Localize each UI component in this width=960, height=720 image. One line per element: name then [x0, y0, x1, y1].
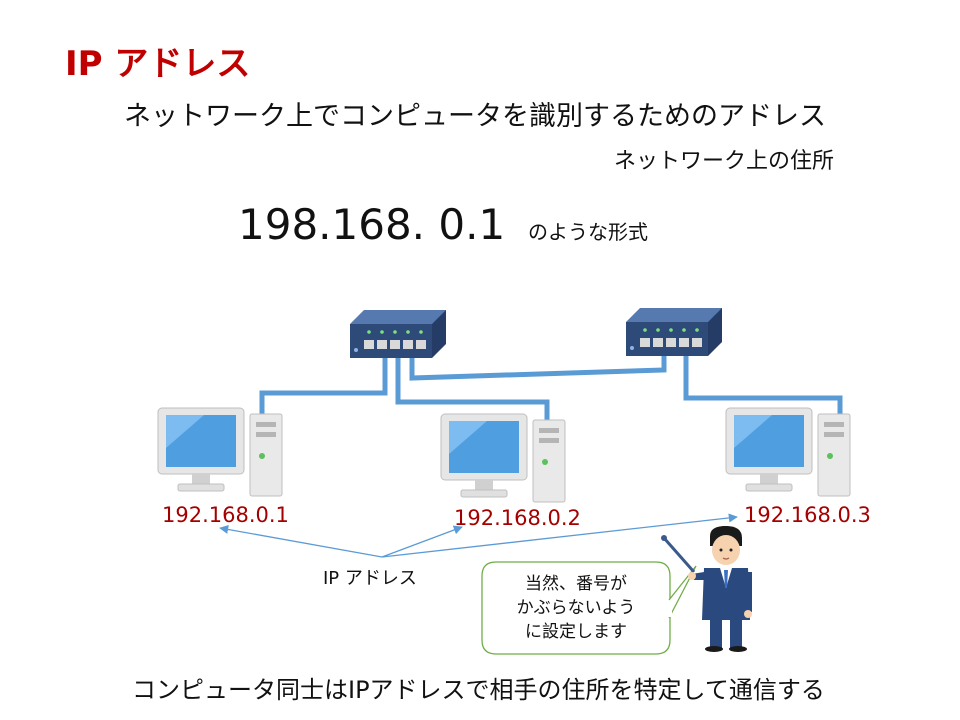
ip-address-caption: IP アドレス	[323, 568, 417, 589]
network-hub-1	[350, 310, 446, 358]
speech-bubble-line: 当然、番号が	[525, 574, 627, 594]
example-suffix: のような形式	[528, 220, 648, 244]
arrow-to-pc3	[381, 513, 738, 558]
speech-bubble-text: 当然、番号が かぶらないよう に設定します	[482, 562, 670, 654]
presenter-illustration	[661, 526, 752, 652]
computer-3	[725, 407, 851, 497]
arrow-to-pc1	[219, 524, 383, 558]
cable-pc2	[395, 353, 550, 421]
subtitle: ネットワーク上でコンピュータを識別するためのアドレス	[124, 101, 826, 132]
computer-3-ip-label: 192.168.0.3	[744, 503, 871, 527]
network-cables	[259, 353, 843, 421]
page-title: IP アドレス	[65, 44, 251, 84]
cable-pc3	[683, 353, 843, 421]
example-ip-address: 198.168. 0.1	[238, 200, 506, 249]
arrow-to-pc2	[381, 525, 463, 558]
speech-bubble-line: に設定します	[525, 622, 627, 642]
footer-caption: コンピュータ同士はIPアドレスで相手の住所を特定して通信する	[132, 676, 825, 704]
subtitle-secondary: ネットワーク上の住所	[614, 149, 835, 174]
computer-1	[157, 407, 283, 497]
cable-pc1	[259, 353, 388, 421]
computer-1-ip-label: 192.168.0.1	[162, 503, 289, 527]
computer-2	[440, 413, 566, 503]
network-hub-2	[626, 308, 722, 356]
cable-hub-link	[409, 353, 667, 381]
computer-2-ip-label: 192.168.0.2	[454, 506, 581, 530]
caption-arrows	[219, 513, 738, 558]
speech-bubble-line: かぶらないよう	[516, 598, 636, 618]
speech-bubble	[481, 561, 697, 655]
